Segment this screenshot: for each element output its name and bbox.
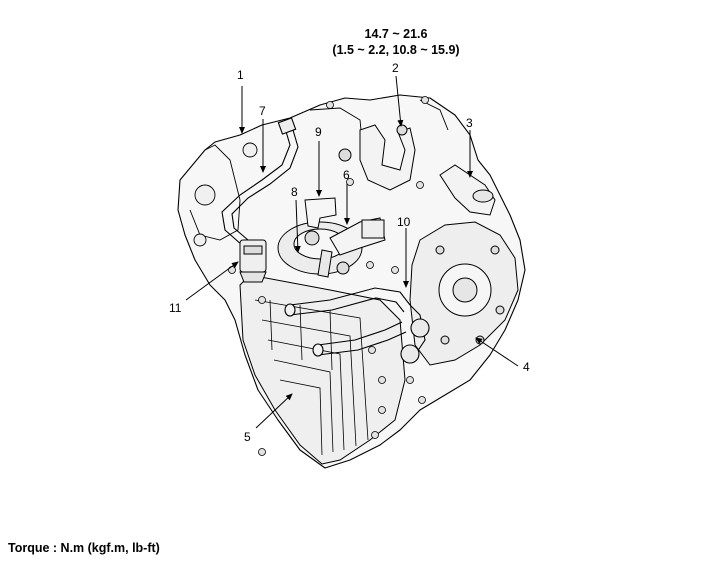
inhibitor-switch-assembly xyxy=(277,197,386,278)
breather-vent xyxy=(439,164,496,216)
sensor-connector xyxy=(239,239,267,283)
side-cover xyxy=(409,221,519,366)
callout-1: 1 xyxy=(237,68,244,82)
callout-3: 3 xyxy=(466,116,473,130)
callout-10: 10 xyxy=(397,215,411,229)
torque-units-note: Torque : N.m (kgf.m, lb-ft) xyxy=(8,541,160,555)
leader-4 xyxy=(475,337,519,367)
oil-cooler-hoses xyxy=(284,287,430,364)
housing-bolts xyxy=(228,96,429,456)
callout-11: 11 xyxy=(169,301,182,315)
shift-cable-bracket xyxy=(338,124,416,191)
leader-8 xyxy=(294,199,301,253)
leader-lines xyxy=(185,75,519,429)
callout-9: 9 xyxy=(315,125,322,139)
leader-11 xyxy=(185,261,239,301)
callout-2: 2 xyxy=(392,61,399,75)
callout-4: 4 xyxy=(523,360,530,374)
leader-5 xyxy=(255,393,293,429)
torque-spec-line2: (1.5 ~ 2.2, 10.8 ~ 15.9) xyxy=(332,43,460,57)
callout-7: 7 xyxy=(259,104,266,118)
callout-6: 6 xyxy=(343,168,350,182)
lower-case xyxy=(239,274,406,465)
callout-5: 5 xyxy=(244,430,251,444)
leader-2 xyxy=(395,75,404,127)
callout-8: 8 xyxy=(291,185,298,199)
torque-spec-line1: 14.7 ~ 21.6 xyxy=(364,27,428,41)
torque-spec: 14.7 ~ 21.6 (1.5 ~ 2.2, 10.8 ~ 15.9) xyxy=(313,26,479,58)
wiring-harness xyxy=(221,117,299,246)
